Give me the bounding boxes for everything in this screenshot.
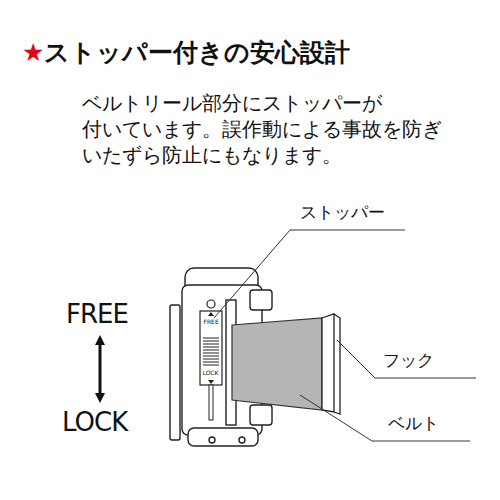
- slider-ridge: [203, 362, 219, 363]
- slider-mark: LOCK: [203, 370, 219, 377]
- slider-ridge: [203, 350, 219, 351]
- free-lock-arrow: [99, 340, 102, 398]
- part-label: ストッパー: [300, 203, 385, 223]
- slider-ridge: [203, 347, 219, 348]
- part-label: フック: [383, 351, 434, 371]
- slider-ridge: [203, 341, 219, 342]
- slider-ridge: [203, 359, 219, 360]
- stopper-slider: [200, 300, 222, 420]
- slider-ridge: [203, 353, 219, 354]
- description-text: ベルトリール部分にストッパーが 付いています。誤作動による事故を防ぎ いたずら防…: [82, 90, 474, 168]
- hook: [322, 314, 340, 414]
- slider-ridge: [203, 344, 219, 345]
- belt: [232, 318, 322, 410]
- state-label: LOCK: [62, 408, 127, 438]
- leader-lines: [214, 230, 476, 441]
- part-label: ベルト: [388, 414, 439, 434]
- slider-ridge: [203, 338, 219, 339]
- slider-ridge: [203, 356, 219, 357]
- slider-ridge: [203, 365, 219, 366]
- heading: ★ストッパー付きの安心設計: [22, 36, 350, 69]
- state-label: FREE: [66, 300, 128, 330]
- slider-mark: FREE: [204, 319, 219, 326]
